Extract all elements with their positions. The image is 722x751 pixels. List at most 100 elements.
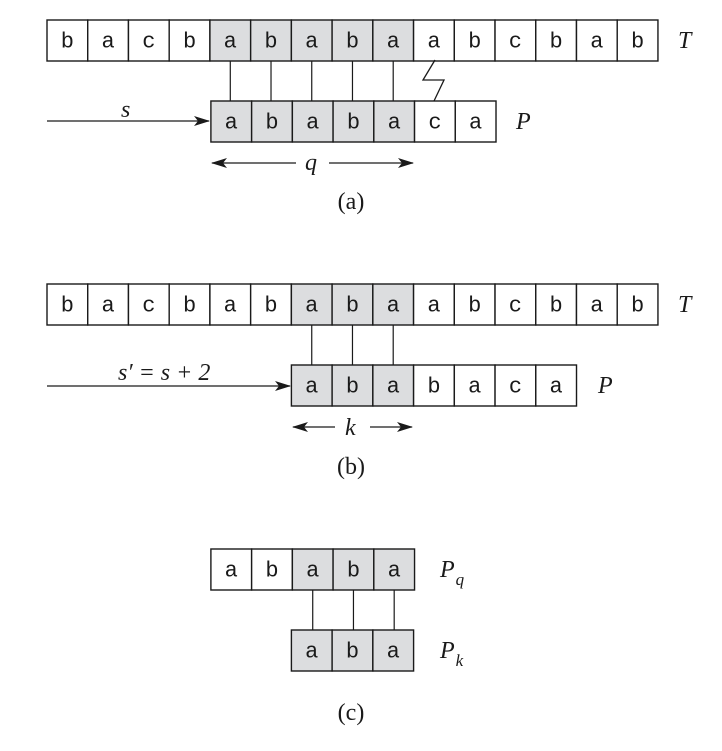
text-label-T: T (678, 28, 693, 54)
char-cell: a (290, 19, 333, 62)
char-cell: a (372, 19, 415, 62)
cell-char: c (142, 294, 155, 319)
cell-box (535, 283, 578, 326)
cell-box-highlighted (290, 283, 333, 326)
cell-char: a (101, 294, 114, 319)
char-cell: a (290, 283, 333, 326)
cell-char: a (387, 375, 400, 400)
shift-label-s: s (121, 97, 130, 123)
cell-box (127, 19, 170, 62)
cell-box (454, 100, 497, 143)
cell-char: b (264, 30, 277, 55)
cell-box-highlighted (372, 629, 415, 672)
cell-char: b (550, 294, 563, 319)
pattern-label-P: P (515, 109, 531, 135)
char-cell: a (291, 548, 334, 591)
cell-char: b (61, 294, 74, 319)
cell-char: b (347, 559, 360, 584)
char-cell: a (372, 629, 415, 672)
cell-char: a (388, 111, 401, 136)
char-cell: b (535, 283, 578, 326)
cell-char: c (509, 294, 522, 319)
char-cell: b (46, 19, 89, 62)
char-cell: a (412, 19, 456, 62)
char-cell: b (453, 283, 496, 326)
cell-box-highlighted (331, 19, 374, 62)
char-cell: c (494, 364, 537, 407)
char-cell: a (412, 283, 456, 326)
cell-char: b (183, 30, 196, 55)
cell-char: b (550, 30, 563, 55)
cell-char: a (469, 111, 482, 136)
cell-char: b (265, 111, 278, 136)
caption-b: (b) (337, 454, 365, 480)
cell-char: b (61, 30, 74, 55)
cell-char: b (631, 294, 644, 319)
cell-box (210, 548, 253, 591)
char-cell: c (127, 283, 170, 326)
cell-char: a (468, 375, 481, 400)
char-cell: b (332, 548, 375, 591)
cell-char: a (305, 294, 318, 319)
char-cell: b (250, 100, 294, 143)
char-cell: a (454, 100, 497, 143)
char-cell: b (331, 283, 374, 326)
cell-box (453, 283, 496, 326)
char-cell: a (290, 364, 333, 407)
cell-box (168, 283, 211, 326)
cell-char: b (631, 30, 644, 55)
char-cell: b (168, 19, 211, 62)
span-label-k: k (345, 415, 356, 441)
cell-box (575, 19, 618, 62)
cell-box (494, 19, 537, 62)
cell-char: a (306, 111, 319, 136)
cell-box (616, 19, 659, 62)
cell-char: a (224, 30, 237, 55)
cell-box (535, 19, 578, 62)
char-cell: a (290, 629, 333, 672)
char-cell: b (616, 283, 659, 326)
cell-char: a (225, 111, 238, 136)
char-cell: b (250, 548, 294, 591)
cell-char: b (468, 30, 481, 55)
char-cell: b (616, 19, 659, 62)
char-cell: a (575, 283, 618, 326)
cell-box (535, 364, 578, 407)
cell-box (127, 283, 170, 326)
cell-box-highlighted (373, 548, 416, 591)
char-cell: b (331, 19, 374, 62)
char-cell: b (412, 364, 456, 407)
prefix-label-Pq: Pq (439, 557, 465, 589)
cell-char: b (346, 30, 359, 55)
cell-char: b (427, 375, 440, 400)
char-cell: c (127, 19, 170, 62)
cell-char: a (387, 640, 400, 665)
cell-box (46, 283, 89, 326)
cell-char: c (428, 111, 441, 136)
cell-box (412, 283, 456, 326)
char-cell: a (575, 19, 618, 62)
cell-char: b (347, 111, 360, 136)
cell-char: b (346, 294, 359, 319)
char-cell: a (373, 100, 416, 143)
char-cell: b (331, 364, 374, 407)
cell-box (453, 364, 496, 407)
cell-box (616, 283, 659, 326)
cell-char: a (550, 375, 563, 400)
char-cell: a (291, 100, 334, 143)
char-cell: a (87, 283, 130, 326)
cell-char: a (305, 30, 318, 55)
char-cell: c (413, 100, 456, 143)
char-cell: a (209, 283, 252, 326)
cell-char: a (306, 559, 319, 584)
cell-char: a (427, 294, 440, 319)
